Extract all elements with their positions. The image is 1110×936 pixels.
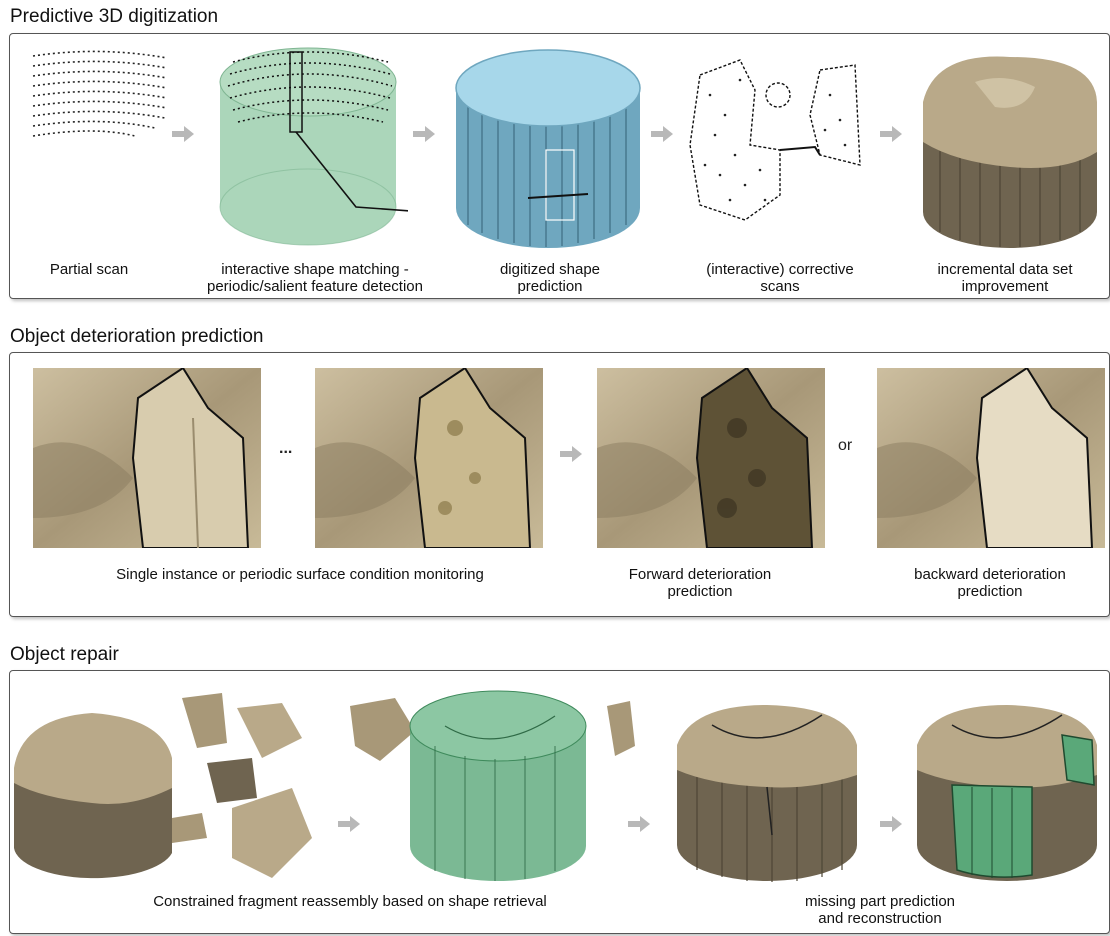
completed-column-figure [912,695,1107,890]
surface-image-monitoring-2 [315,368,543,548]
corrective-scans-figure [680,55,870,235]
partial-scan-figure [25,48,175,158]
surface-image-forward [597,368,825,548]
label-monitoring: Single instance or periodic surface cond… [40,566,560,583]
step-label-shape-matching: interactive shape matching - periodic/sa… [175,261,455,295]
step-label-partial-scan: Partial scan [24,261,154,278]
stone-column-figure [915,42,1105,254]
step-label-corrective-scans: (interactive) corrective scans [680,261,880,295]
digitized-shape-figure [448,40,648,255]
reassembled-column-figure [672,695,867,890]
or-text: or [838,437,852,455]
broken-column-figure [12,688,332,888]
step-label-digitized-shape: digitized shape prediction [460,261,640,295]
section-title-digitization: Predictive 3D digitization [10,6,218,28]
label-forward-deterioration: Forward deterioration prediction [590,566,810,600]
reassembly-figure [345,686,645,886]
step-label-incremental-improvement: incremental data set improvement [910,261,1100,295]
label-missing-part: missing part prediction and reconstructi… [780,893,980,927]
section-title-repair: Object repair [10,644,119,666]
shape-matching-figure [208,42,408,252]
arrow-icon [413,126,435,142]
arrow-icon [651,126,673,142]
surface-image-backward [877,368,1105,548]
label-reassembly: Constrained fragment reassembly based on… [100,893,600,910]
arrow-icon [560,446,582,462]
arrow-icon [628,816,650,832]
arrow-icon [880,126,902,142]
section-title-deterioration: Object deterioration prediction [10,326,263,348]
arrow-icon [880,816,902,832]
label-backward-deterioration: backward deterioration prediction [880,566,1100,600]
arrow-icon [172,126,194,142]
surface-image-monitoring-1 [33,368,261,548]
ellipsis-text: ... [279,440,292,458]
